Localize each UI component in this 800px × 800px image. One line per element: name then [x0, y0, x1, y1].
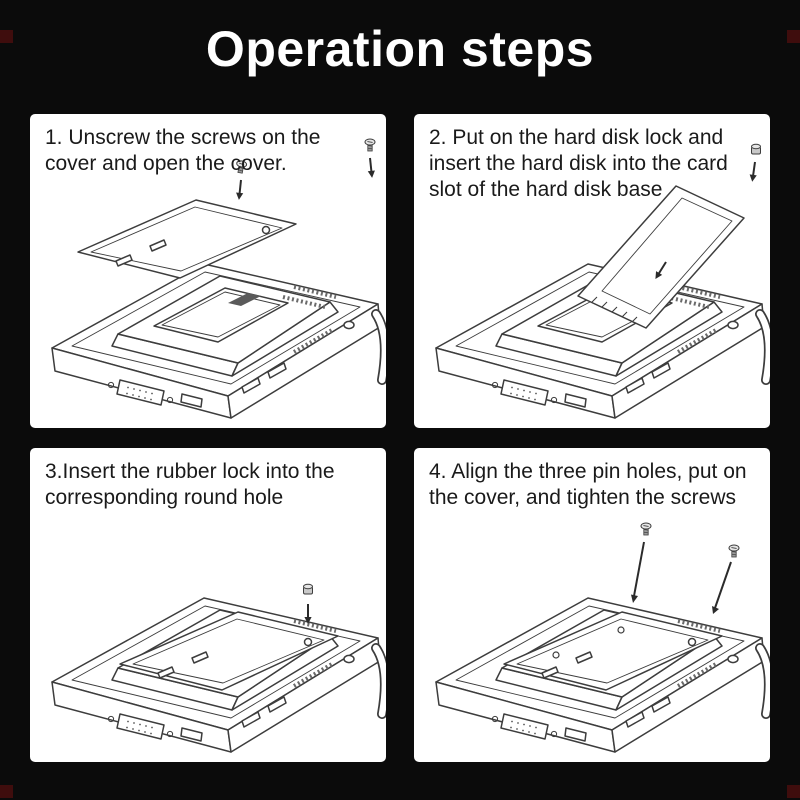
step-1-panel: 1. Unscrew the screws on the cover and o…: [30, 114, 386, 428]
corner-artifact-top-right: [787, 30, 800, 43]
corner-artifact-bottom-left: [0, 785, 13, 798]
corner-artifact-bottom-right: [787, 785, 800, 798]
step-4-panel: 4. Align the three pin holes, put on the…: [414, 448, 770, 762]
screw-down-arrows: [631, 541, 732, 614]
hard-disk-card: [577, 185, 745, 329]
page-title: Operation steps: [205, 21, 595, 77]
step-3-text: 3.Insert the rubber lock into the corres…: [45, 460, 335, 510]
step-1-text: 1. Unscrew the screws on the cover and o…: [45, 126, 321, 176]
dock-hard-disk-inserting-with-lock-illustration: [414, 143, 770, 428]
step-4-text: 4. Align the three pin holes, put on the…: [429, 460, 747, 510]
step-2-text: 2. Put on the hard disk lock and insert …: [429, 126, 728, 202]
step-2-panel: 2. Put on the hard disk lock and insert …: [414, 114, 770, 428]
step-3-panel: 3.Insert the rubber lock into the corres…: [30, 448, 386, 762]
steps-grid: 1. Unscrew the screws on the cover and o…: [30, 114, 770, 762]
corner-artifact-top-left: [0, 30, 13, 43]
dock-cover-aligned-tighten-screws-illustration: [414, 522, 770, 762]
